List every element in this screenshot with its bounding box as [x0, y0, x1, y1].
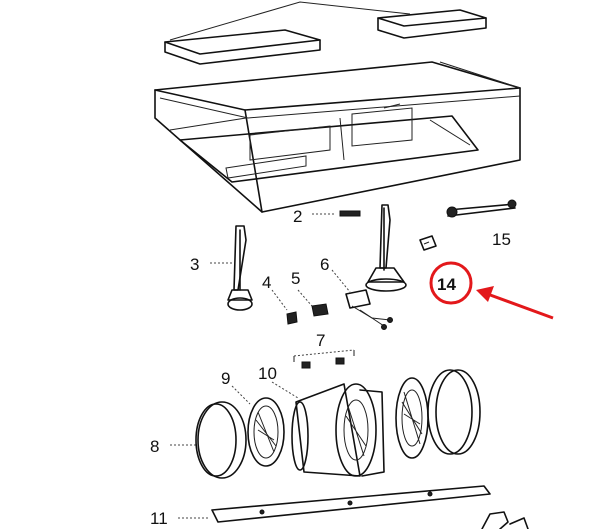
part-7-clips — [293, 349, 355, 369]
label-4: 4 — [262, 273, 271, 292]
part-4-connector — [271, 289, 298, 325]
front-cover — [427, 369, 481, 455]
part-3-lamp — [210, 225, 253, 311]
label-5: 5 — [291, 269, 300, 288]
label-10: 10 — [258, 364, 277, 383]
highlight-circle — [429, 261, 473, 305]
label-3: 3 — [190, 255, 199, 274]
part-10-blower — [271, 381, 385, 477]
part-11-rail — [178, 485, 491, 523]
part-14-switch — [419, 235, 437, 251]
label-9: 9 — [221, 369, 230, 388]
highlight-arrow — [476, 286, 554, 320]
part-5-connector — [297, 289, 329, 317]
right-lamp — [365, 204, 407, 292]
fan-wheel — [395, 377, 429, 459]
label-8: 8 — [150, 437, 159, 456]
bottom-bracket — [481, 511, 529, 529]
label-2: 2 — [293, 207, 302, 226]
label-6: 6 — [320, 255, 329, 274]
part-9-ring — [231, 385, 285, 467]
hood-housing — [154, 1, 521, 213]
part-2-screw — [312, 210, 361, 217]
part-6-bracket — [331, 269, 393, 330]
label-14: 14 — [437, 275, 456, 294]
label-15: 15 — [492, 230, 511, 249]
part-15-light-rod — [446, 199, 517, 218]
label-11: 11 — [150, 509, 168, 528]
part-8-ring — [170, 401, 247, 479]
label-7: 7 — [316, 331, 325, 350]
